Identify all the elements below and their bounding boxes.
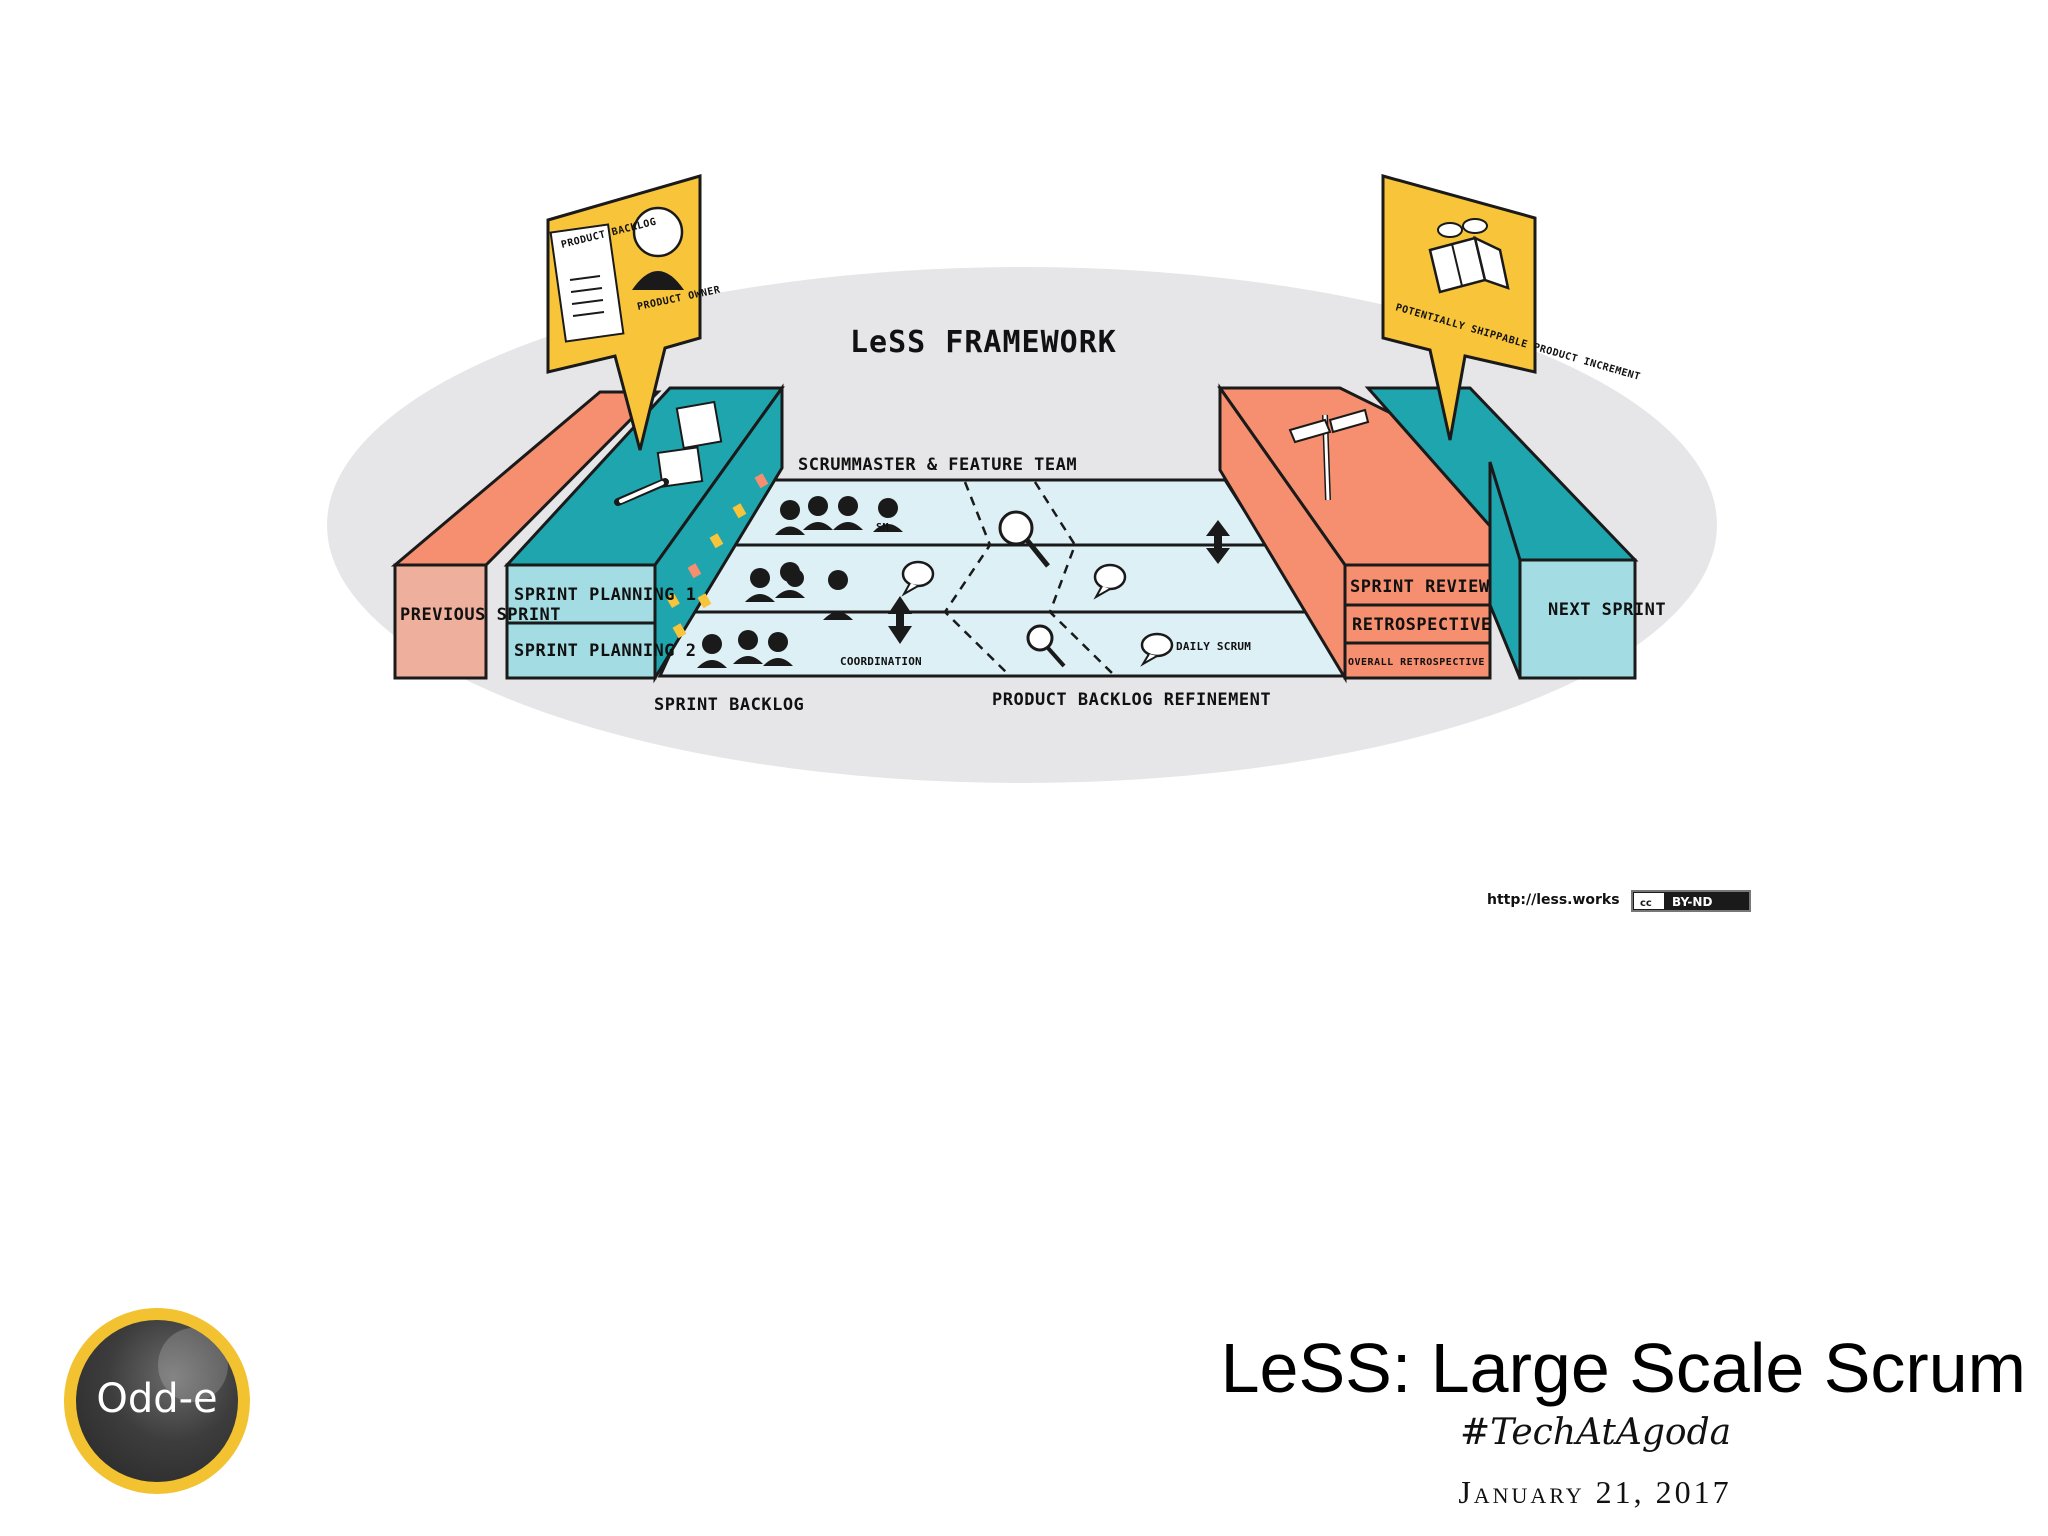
coordination-label: COORDINATION [840,655,922,668]
next-sprint-face [1518,558,1637,680]
sprint-review-label: SPRINT REVIEW [1350,577,1490,597]
double-arrow-icon [888,596,912,644]
daily-scrum-label: DAILY SCRUM [1176,640,1251,653]
scrummaster-team-label: SCRUMMASTER & FEATURE TEAM [798,455,1077,475]
sprint-planning-2-label: SPRINT PLANNING 2 [514,641,697,661]
previous-sprint-label: PREVIOUS SPRINT [400,605,561,625]
shippable-increment-callout [1381,174,1537,441]
source-url: http://less.works [1487,892,1620,908]
speech-bubble-icon [1093,563,1127,600]
magnifier-icon [998,510,1050,568]
sprint-backlog-label: SPRINT BACKLOG [654,695,804,715]
overall-retrospective-label: OVERALL RETROSPECTIVE [1348,657,1485,668]
previous-sprint-block [393,563,488,680]
product-backlog-refinement-label: PRODUCT BACKLOG REFINEMENT [992,690,1271,710]
retrospective-face [1343,603,1492,645]
refinement-dash-1 [943,481,1011,677]
overall-retrospective-face [1343,641,1492,680]
slide-date: January 21, 2017 [1458,1474,1732,1510]
product-owner-face [632,206,684,258]
cc-mark: cc [1640,898,1652,909]
sm-badge: SM [876,522,889,533]
retrospective-label: RETROSPECTIVE [1352,615,1492,635]
diagram-title: LeSS FRAMEWORK [850,325,1117,360]
sprint-planning-2-face [505,621,657,680]
sprint-planning-1-label: SPRINT PLANNING 1 [514,585,697,605]
magnifier-icon [1026,624,1066,668]
double-arrow-icon [1206,520,1230,564]
hashtag: #TechAtAgoda [1460,1412,1732,1453]
logo-text: Odd-e [96,1376,218,1422]
speech-bubble-icon [1140,632,1174,667]
license-label: BY-ND [1672,895,1712,909]
slide-title: LeSS: Large Scale Scrum [1220,1329,2026,1407]
gift-box-icon [1428,218,1510,294]
speech-bubble-icon [901,560,935,597]
odd-e-logo: Odd-e [64,1308,250,1494]
next-sprint-label: NEXT SPRINT [1548,600,1666,620]
refinement-dash-2 [1033,481,1116,677]
